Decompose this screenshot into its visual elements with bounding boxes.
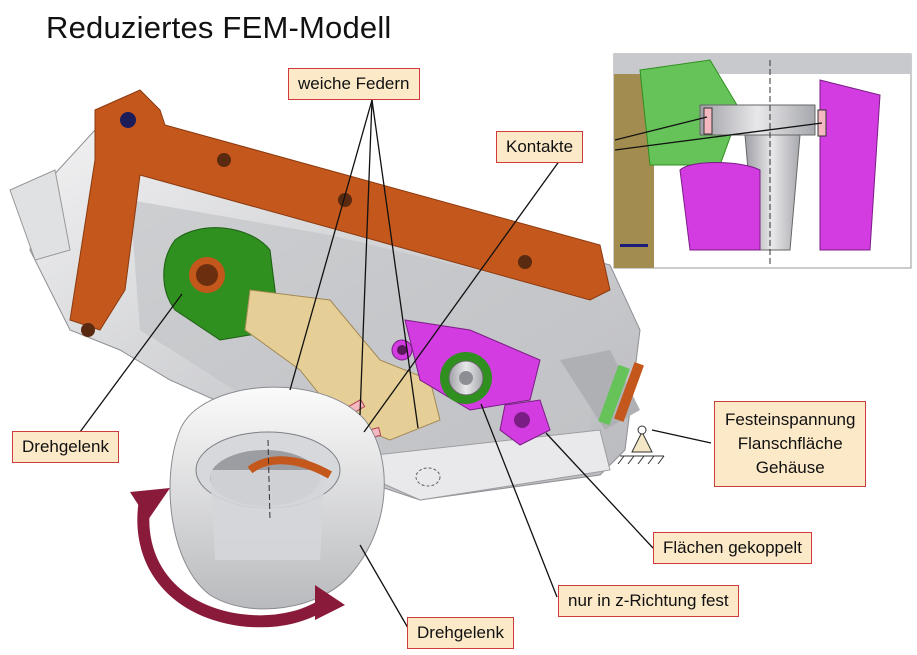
inset-contact-detail	[613, 53, 912, 269]
label-festeinspannung-line1: Festeinspannung	[725, 410, 856, 429]
ground-symbol	[617, 425, 665, 465]
label-flaechen-gekoppelt: Flächen gekoppelt	[653, 532, 812, 564]
label-festeinspannung-line3: Gehäuse	[755, 458, 825, 477]
label-drehgelenk-left: Drehgelenk	[12, 431, 119, 463]
label-kontakte: Kontakte	[496, 131, 584, 163]
pin	[440, 352, 492, 404]
ring-gear	[169, 386, 385, 610]
leader-lines	[79, 99, 823, 629]
flange	[69, 89, 611, 337]
page-title: Reduziertes FEM-Modell	[46, 10, 392, 45]
label-drehgelenk-bottom: Drehgelenk	[407, 617, 514, 649]
label-nur-z-richtung: nur in z-Richtung fest	[558, 585, 739, 617]
label-weiche-federn: weiche Federn	[288, 68, 420, 100]
rotation-arrow	[130, 488, 345, 628]
label-festeinspannung-line2: Flanschfläche	[737, 434, 843, 453]
label-festeinspannung: Festeinspannung Flanschfläche Gehäuse	[714, 401, 867, 487]
